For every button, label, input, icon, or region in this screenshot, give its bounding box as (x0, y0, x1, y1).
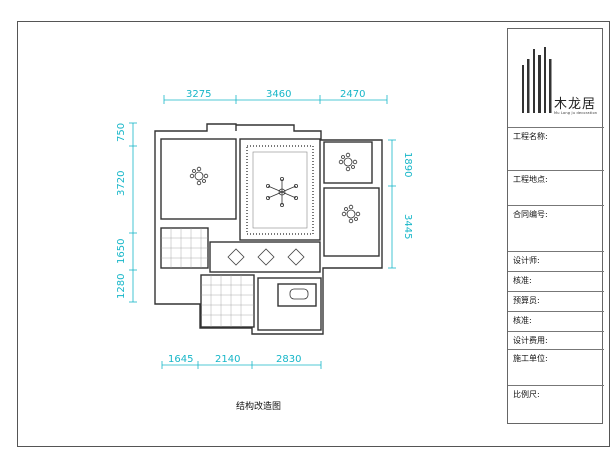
brand-subtitle: Mu Long Ju decoration (554, 111, 598, 115)
dim-left-3: 1650 (116, 239, 127, 264)
dimension-lines (129, 95, 396, 369)
dim-right-1: 1890 (402, 152, 413, 177)
title-row-scale: 比例尺: (508, 385, 604, 423)
logo-bars-icon (522, 47, 552, 113)
title-row-project-location: 工程地点: (508, 170, 604, 196)
floor-plan-drawing: 3275 3460 2470 1645 2140 2830 750 3720 1… (116, 89, 413, 369)
title-row-project-name: 工程名称: (508, 127, 604, 153)
tile-grid (161, 228, 254, 327)
dim-bottom-2: 2140 (215, 354, 240, 365)
drawing-caption: 结构改造图 (236, 402, 282, 412)
title-row-approver-2: 核准: (508, 311, 604, 331)
dim-top-1: 3275 (186, 89, 211, 100)
ceiling-inner-border (252, 151, 308, 229)
title-row-approver-1: 核准: (508, 271, 604, 291)
floor-plan-walls (154, 123, 383, 335)
dim-left-4: 1280 (116, 274, 127, 299)
title-row-design-fee: 设计费用: (508, 331, 604, 349)
ceiling-border (246, 145, 314, 235)
title-block: 木龙居 Mu Long Ju decoration 工程名称: 工程地点: 合同… (507, 28, 604, 424)
brand-name: 木龙居 (554, 97, 597, 112)
title-row-contract-number: 合同编号: (508, 205, 604, 231)
dim-bottom-3: 2830 (276, 354, 301, 365)
corridor-diamonds (227, 248, 305, 266)
title-row-estimator: 预算员: (508, 291, 604, 311)
dim-bottom-1: 1645 (168, 354, 193, 365)
dim-top-3: 2470 (340, 89, 365, 100)
brand-logo: 木龙居 Mu Long Ju decoration (508, 29, 604, 129)
dim-left-1: 750 (116, 123, 127, 142)
dim-top-2: 3460 (266, 89, 291, 100)
light-fixture-icons (189, 152, 361, 300)
dimension-labels: 3275 3460 2470 1645 2140 2830 750 3720 1… (116, 89, 413, 365)
dim-right-2: 3445 (402, 214, 413, 239)
title-row-contractor: 施工单位: (508, 349, 604, 385)
dim-left-2: 3720 (116, 171, 127, 196)
title-row-designer: 设计师: (508, 251, 604, 271)
